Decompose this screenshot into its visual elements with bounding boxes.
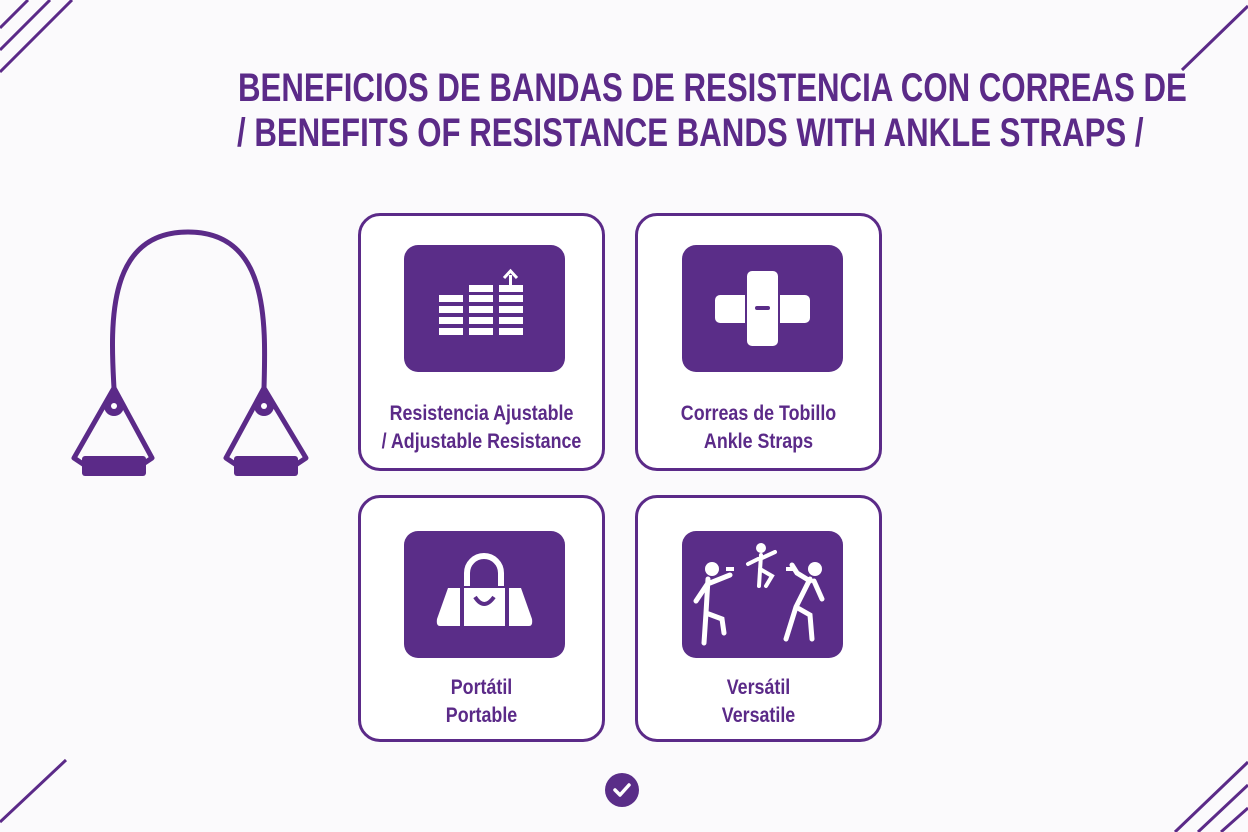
resistance-band-illustration — [71, 229, 309, 476]
title-line-2: / BENEFITS OF RESISTANCE BANDS WITH ANKL… — [237, 111, 1144, 155]
resistance-levels-icon — [404, 245, 565, 372]
ankle-strap-icon — [682, 245, 843, 372]
card-label: Versátil Versatile — [721, 676, 796, 727]
gym-bag-icon — [404, 531, 565, 658]
benefit-card-adjustable-resistance: Resistencia Ajustable / Adjustable Resis… — [358, 213, 605, 471]
title-line-1: BENEFICIOS DE BANDAS DE RESISTENCIA CON … — [238, 66, 1187, 110]
benefit-card-versatile: Versátil Versatile — [635, 495, 882, 742]
benefit-card-portable: Portátil Portable — [358, 495, 605, 742]
checkmark-icon — [605, 773, 639, 807]
card-label: Correas de Tobillo Ankle Straps — [680, 402, 837, 453]
exercise-people-icon — [682, 531, 843, 658]
card-label: Portátil Portable — [445, 676, 518, 727]
card-label: Resistencia Ajustable / Adjustable Resis… — [381, 402, 582, 453]
benefit-card-ankle-straps: Correas de Tobillo Ankle Straps — [635, 213, 882, 471]
